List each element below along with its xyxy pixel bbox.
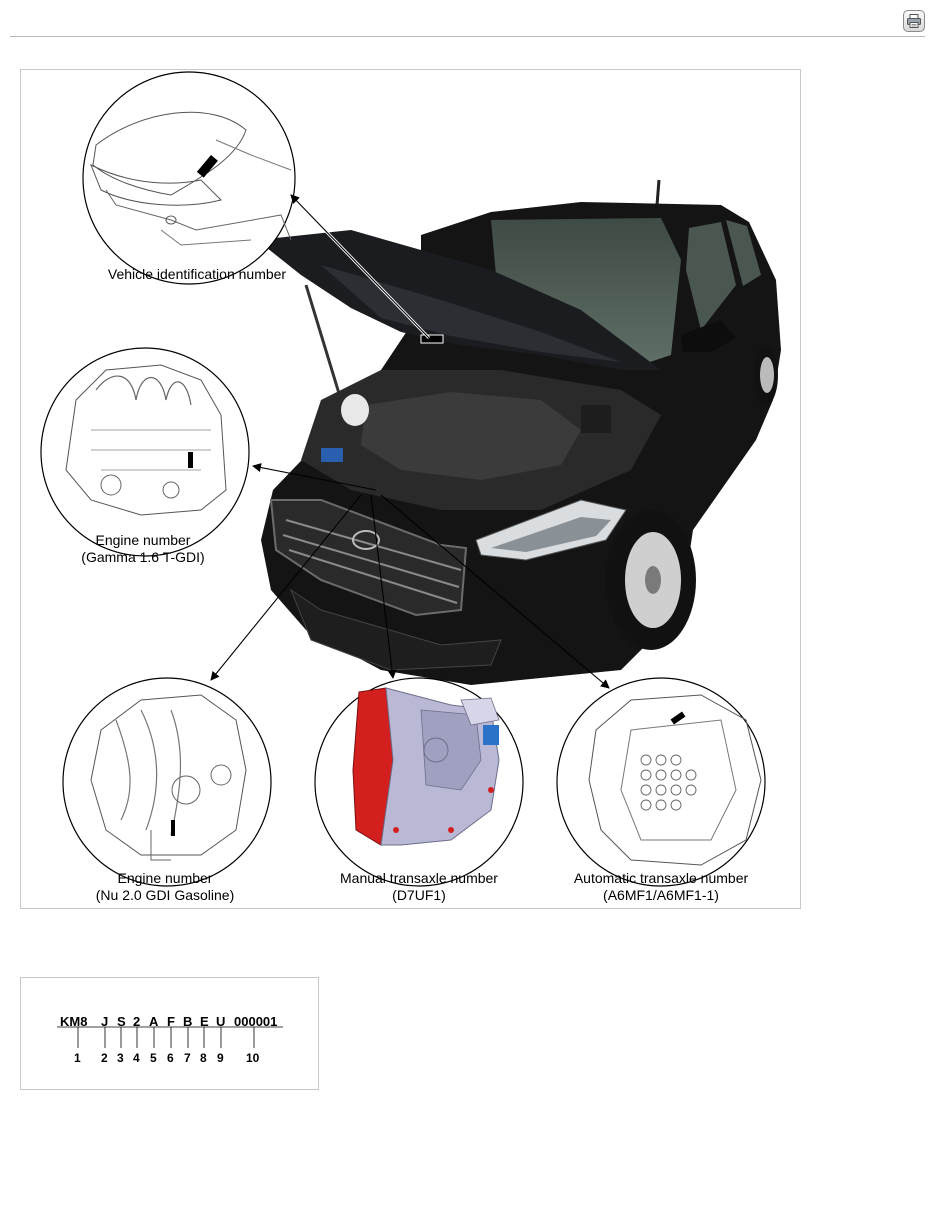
callout-arrows <box>210 193 610 689</box>
engine-nu-detail <box>62 677 272 887</box>
callout-manual-transaxle: Manual transaxle number (D7UF1) <box>340 870 498 903</box>
vin-pos-10: 10 <box>246 1051 260 1065</box>
vin-pos-8: 8 <box>200 1051 207 1065</box>
vin-char-10: 000001 <box>234 1014 278 1029</box>
car-illustration <box>257 179 781 685</box>
vin-pos-7: 7 <box>184 1051 191 1065</box>
callout-automatic-transaxle: Automatic transaxle number (A6MF1/A6MF1-… <box>573 870 749 903</box>
manual-transaxle-detail <box>314 677 524 887</box>
vin-char-6: F <box>167 1014 175 1029</box>
identification-number-figure: Vehicle identification number Engine num… <box>20 69 801 909</box>
engine-gamma-detail <box>40 347 250 557</box>
vin-char-9: U <box>216 1014 226 1029</box>
callout-engine-nu: Engine number (Nu 2.0 GDI Gasoline) <box>95 870 235 903</box>
vin-location-detail <box>82 71 296 285</box>
vin-leader-lines <box>57 1026 283 1048</box>
vin-breakdown-diagram: KM8 J S 2 A F B E U 000001 1 2 3 4 5 6 7… <box>20 977 319 1090</box>
vin-char-1: KM8 <box>60 1014 88 1029</box>
vin-pos-6: 6 <box>167 1051 174 1065</box>
vin-char-4: 2 <box>133 1014 141 1029</box>
vin-char-3: S <box>117 1014 126 1029</box>
vin-pos-5: 5 <box>150 1051 157 1065</box>
vin-pos-3: 3 <box>117 1051 124 1065</box>
vin-pos-9: 9 <box>217 1051 224 1065</box>
callout-vin: Vehicle identification number <box>107 266 287 282</box>
printer-icon <box>907 14 921 28</box>
vin-pos-2: 2 <box>101 1051 108 1065</box>
header-divider <box>10 36 925 37</box>
vin-char-2: J <box>101 1014 109 1029</box>
vin-pos-1: 1 <box>74 1051 81 1065</box>
automatic-transaxle-detail <box>556 677 766 887</box>
callout-engine-gamma: Engine number (Gamma 1.6 T-GDI) <box>81 532 205 565</box>
vin-char-8: E <box>200 1014 209 1029</box>
print-button[interactable] <box>903 10 925 32</box>
vehicle-illustration <box>40 71 781 887</box>
vin-char-7: B <box>183 1014 193 1029</box>
vin-pos-4: 4 <box>133 1051 140 1065</box>
vin-char-5: A <box>149 1014 159 1029</box>
